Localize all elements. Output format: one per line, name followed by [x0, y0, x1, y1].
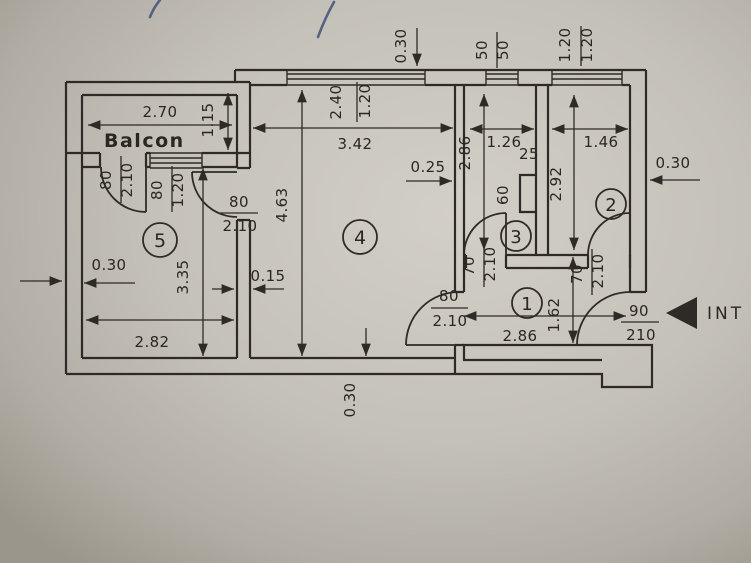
duct-box: [518, 173, 536, 214]
dim-duct-width: 25: [519, 145, 539, 163]
dim-gap-top: 0.25: [411, 158, 446, 176]
dim-room2-width: 1.46: [584, 133, 619, 151]
dim-hall-height: 1.62: [545, 298, 563, 333]
wall-room3-room2: [534, 85, 550, 255]
dim-balcony-depth: 1.15: [199, 103, 217, 138]
dim-win-room5-w: 80: [148, 180, 166, 200]
door-entry: [576, 291, 631, 346]
dim-win-room5-h: 1.20: [169, 173, 187, 208]
dim-partition: 0.15: [251, 267, 286, 285]
dim-win-room3-a: 50: [473, 40, 491, 60]
dim-door-room5-w: 80: [229, 193, 249, 211]
entrance-marker: INT: [666, 297, 744, 329]
entrance-arrow-icon: [666, 297, 697, 329]
dim-room4-width: 3.42: [338, 135, 373, 153]
dim-door-balcony-h: 2.10: [118, 163, 136, 198]
dim-balcony-width: 2.70: [143, 103, 178, 121]
dim-door-room4-w: 80: [439, 287, 459, 305]
walls: [64, 68, 654, 389]
dim-door-balcony-w: 80: [97, 170, 115, 190]
dim-hall-width: 2.86: [503, 327, 538, 345]
dim-top-wall: 0.30: [392, 29, 410, 64]
room-number-5: 5: [154, 230, 166, 252]
room-badge-5: 5: [142, 222, 178, 258]
room-number-2: 2: [605, 195, 616, 216]
dim-win-room2-b: 1.20: [578, 28, 596, 63]
pen-mark-left: [148, 0, 162, 19]
dim-entry-door-h: 210: [626, 326, 656, 344]
dimension-lines: [20, 26, 700, 356]
dim-win-room4-a: 2.40: [327, 85, 345, 120]
dim-win-room3-b: 50: [494, 40, 512, 60]
dim-room4-height: 4.63: [273, 188, 291, 223]
dim-bottom-wall: 0.30: [341, 383, 359, 418]
dim-room5-height: 3.35: [174, 260, 192, 295]
room-number-4: 4: [354, 227, 366, 249]
wall-hall-top: [464, 253, 632, 270]
wall-room4-hall: [453, 85, 466, 374]
dim-right-wall: 0.30: [656, 154, 691, 172]
dim-room2-height: 2.92: [547, 167, 565, 202]
wall-balcony-divider: [66, 151, 250, 169]
dim-door-room2-h: 2.10: [589, 254, 607, 289]
room-badge-1: 1: [511, 287, 543, 319]
wall-room5-room4: [235, 82, 252, 358]
dim-entry-door-w: 90: [629, 302, 649, 320]
dimension-labels: 2.70 1.15 0.30 50 50 1.20 1.20 2.40 1.20…: [92, 28, 691, 418]
balcony-label: Balcon: [104, 130, 185, 152]
room-number-1: 1: [521, 294, 532, 315]
dim-door-room4-h: 2.10: [433, 312, 468, 330]
pen-mark-strokes: [148, 0, 336, 39]
door-room4: [405, 291, 460, 346]
door-balcony: [100, 166, 147, 213]
entrance-label: INT: [707, 304, 744, 324]
dim-room3-width: 1.26: [487, 133, 522, 151]
pen-mark-right: [316, 0, 336, 39]
dim-win-room2-a: 1.20: [556, 28, 574, 63]
windows: [149, 70, 623, 169]
window-room5-balcony: [149, 152, 203, 169]
dim-door-room3-w: 70: [460, 256, 478, 276]
window-room4: [286, 70, 426, 86]
dim-door-room5-h: 2.10: [223, 217, 258, 235]
room-badge-3: 3: [500, 220, 532, 252]
dim-room5-width: 2.82: [135, 333, 170, 351]
window-room2: [551, 70, 623, 86]
dim-left-wall: 0.30: [92, 256, 127, 274]
wall-interior-left-bottom: [80, 95, 455, 360]
dim-win-room4-b: 1.20: [356, 84, 374, 119]
room-badge-2: 2: [595, 188, 627, 220]
dim-door-room2-w: 70: [568, 264, 586, 284]
window-room3: [485, 70, 519, 86]
wall-exterior-bottom: [66, 343, 654, 389]
room-number-badges: 5 4 3 2 1: [142, 188, 627, 319]
dim-door-room3-h: 2.10: [481, 247, 499, 282]
dim-room3-height: 2.86: [456, 136, 474, 171]
dim-duct-height: 60: [494, 185, 512, 205]
room-badge-4: 4: [342, 219, 378, 255]
wall-balcony-top: [66, 80, 250, 97]
room-number-3: 3: [510, 227, 521, 248]
